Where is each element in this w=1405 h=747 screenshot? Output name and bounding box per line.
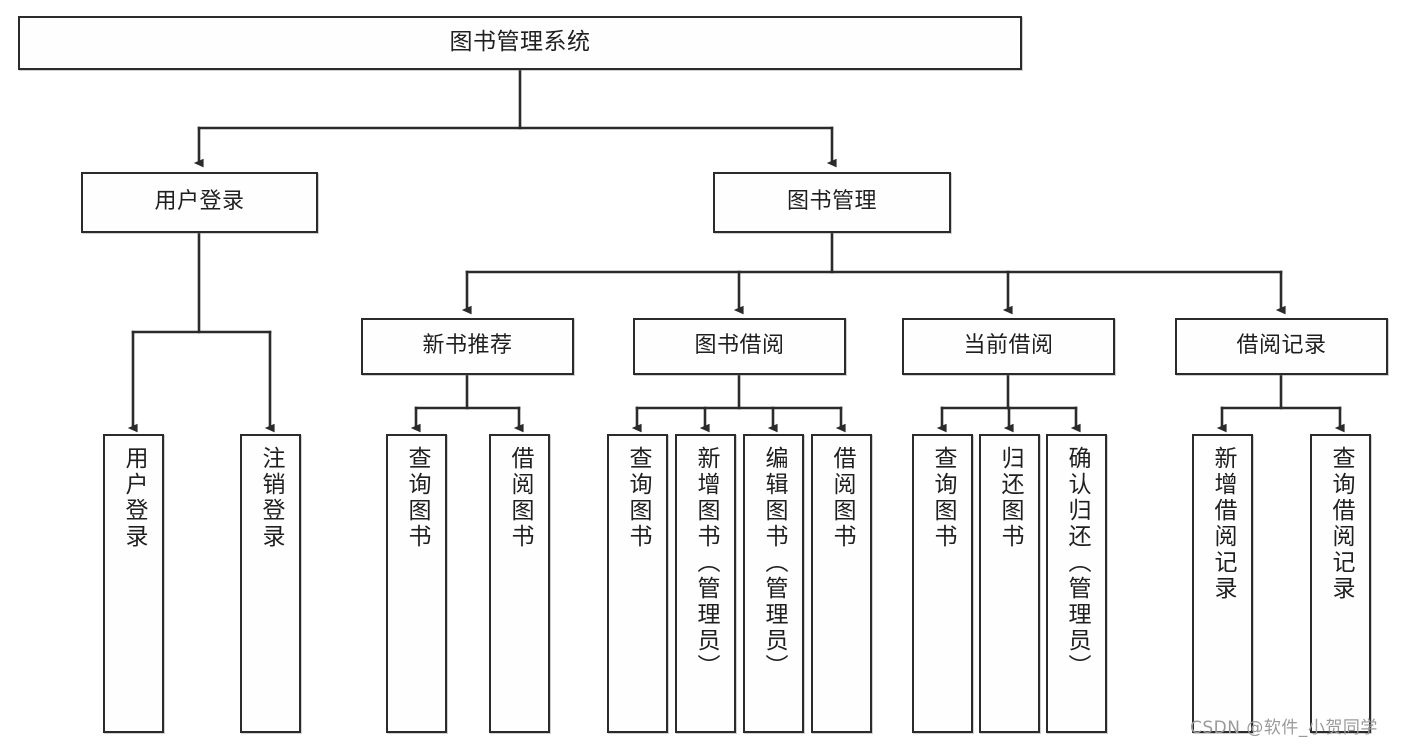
node-borrow-record[interactable]: 借阅记录 [1175, 318, 1388, 375]
node-label: 新增借阅记录 [1210, 446, 1236, 602]
node-label: 借阅图书 [507, 446, 533, 550]
node-root-book-management-system[interactable]: 图书管理系统 [18, 16, 1022, 70]
node-leaf-logout[interactable]: 注销登录 [240, 434, 301, 733]
node-label: 图书管理系统 [449, 29, 591, 56]
node-new-book-recommend[interactable]: 新书推荐 [361, 318, 574, 375]
node-leaf-query-book-2[interactable]: 查询图书 [607, 434, 668, 733]
node-label: 借阅图书 [829, 446, 855, 550]
csdn-watermark: CSDN @软件_小贺同学 [1190, 718, 1378, 738]
node-leaf-query-book-3[interactable]: 查询图书 [912, 434, 973, 733]
node-book-borrow[interactable]: 图书借阅 [633, 318, 846, 375]
node-label: 当前借阅 [963, 333, 1054, 359]
node-user-login[interactable]: 用户登录 [81, 172, 318, 233]
node-label: 用户登录 [154, 189, 245, 215]
node-label: 查询借阅记录 [1328, 446, 1354, 602]
node-current-borrow[interactable]: 当前借阅 [902, 318, 1115, 375]
node-leaf-user-login[interactable]: 用户登录 [103, 434, 164, 733]
node-label: 借阅记录 [1236, 333, 1327, 359]
node-label: 查询图书 [930, 446, 956, 550]
node-label: 注销登录 [258, 446, 284, 550]
node-leaf-borrow-book-1[interactable]: 借阅图书 [489, 434, 550, 733]
node-label: 编辑图书（管理员） [761, 446, 787, 680]
node-leaf-query-book-1[interactable]: 查询图书 [386, 434, 447, 733]
node-label: 查询图书 [625, 446, 651, 550]
node-leaf-add-record[interactable]: 新增借阅记录 [1192, 434, 1253, 733]
node-leaf-borrow-book-2[interactable]: 借阅图书 [811, 434, 872, 733]
node-leaf-confirm-return[interactable]: 确认归还（管理员） [1046, 434, 1107, 733]
node-leaf-return-book[interactable]: 归还图书 [979, 434, 1040, 733]
node-leaf-add-book[interactable]: 新增图书（管理员） [675, 434, 736, 733]
node-label: 图书借阅 [694, 333, 785, 359]
node-label: 图书管理 [786, 189, 877, 215]
node-label: 用户登录 [121, 446, 147, 550]
node-label: 新书推荐 [422, 333, 513, 359]
node-label: 归还图书 [997, 446, 1023, 550]
node-leaf-edit-book[interactable]: 编辑图书（管理员） [743, 434, 804, 733]
node-leaf-query-record[interactable]: 查询借阅记录 [1310, 434, 1371, 733]
node-label: 确认归还（管理员） [1064, 446, 1090, 680]
node-book-management[interactable]: 图书管理 [713, 172, 951, 233]
node-label: 查询图书 [404, 446, 430, 550]
node-label: 新增图书（管理员） [693, 446, 719, 680]
